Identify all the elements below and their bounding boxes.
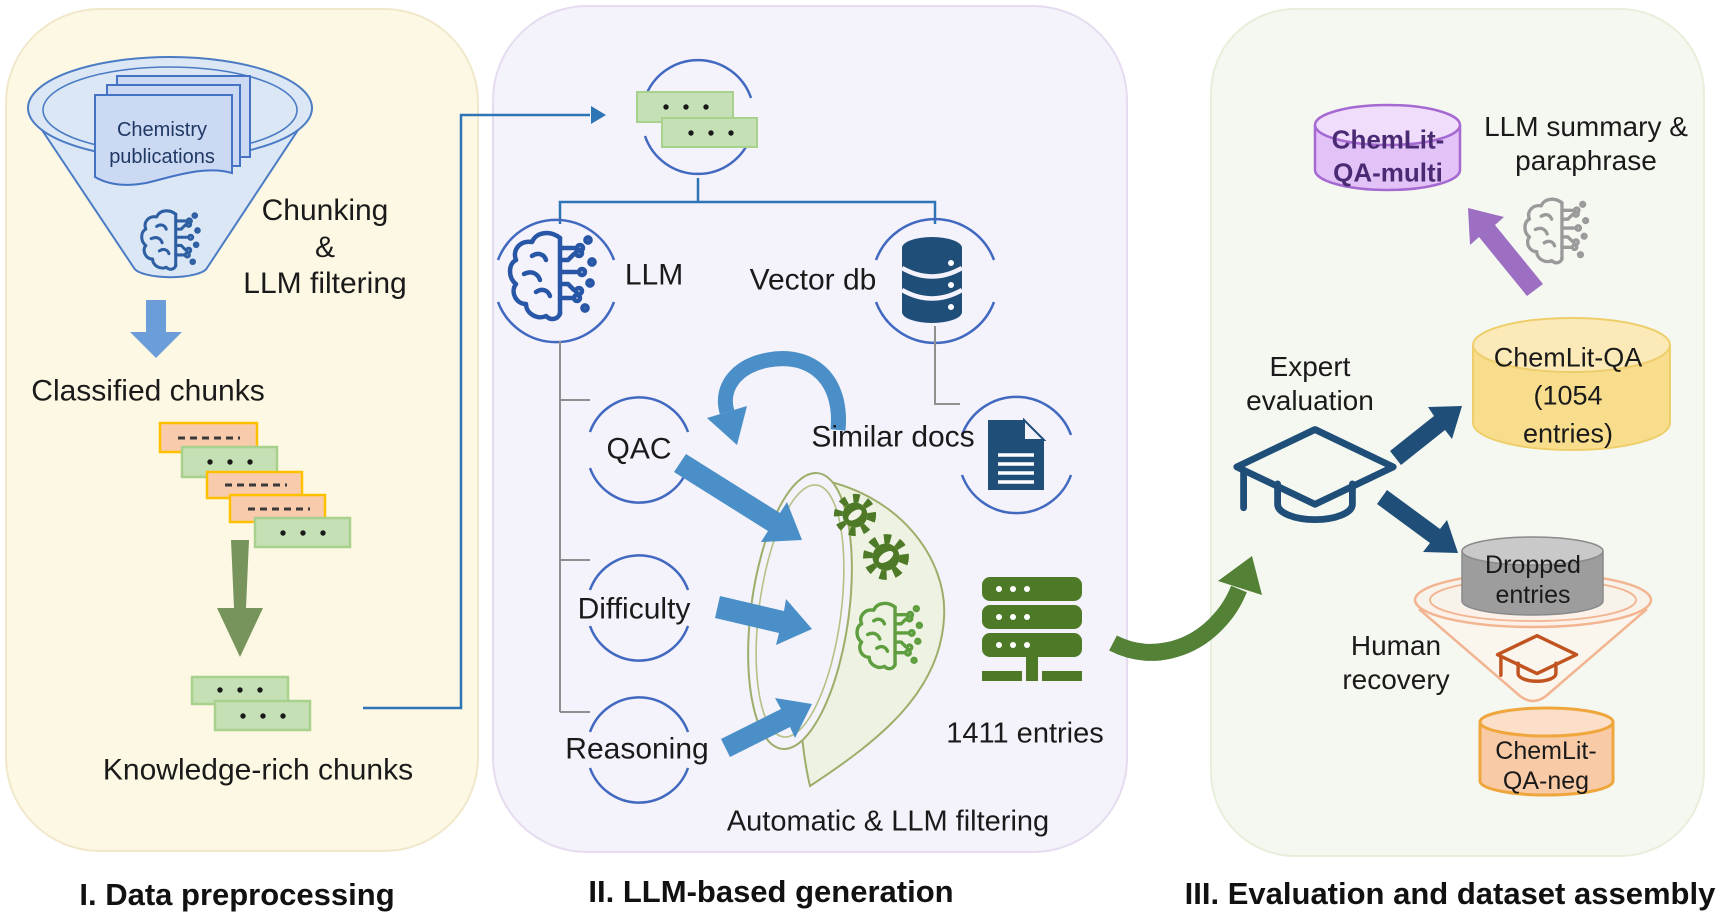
- arrow-entries-to-evaluation: [1109, 556, 1262, 661]
- chemlit-qa-label: ChemLit-QA (1054 entries): [1493, 342, 1643, 448]
- vectordb-node-arc: [874, 217, 996, 261]
- knowledge-chunks-label: Knowledge-rich chunks: [102, 753, 414, 787]
- gear-icon: [838, 498, 872, 532]
- chemlit-qa-multi-cylinder: [1313, 103, 1462, 192]
- doc-stack-label: Chemistry publications: [109, 119, 215, 168]
- difficulty-label: Difficulty: [577, 592, 691, 626]
- llm-summary-label: LLM summary & paraphrase: [1484, 110, 1688, 176]
- curved-arrow-blue-icon: [707, 351, 846, 445]
- connector-chunks-split: [558, 178, 937, 224]
- llm-node-arc: [496, 218, 616, 261]
- llm-node-arc: [496, 301, 616, 344]
- document-icon: [988, 417, 1047, 490]
- dropped-entries-cylinder: [1461, 536, 1604, 616]
- chemlit-qa-cylinder: [1472, 317, 1671, 451]
- panel3-title: III. Evaluation and dataset assembly: [1184, 876, 1716, 912]
- reasoning-label: Reasoning: [565, 732, 709, 766]
- document-stack-icon: [94, 75, 251, 186]
- llm-brain-icon: [510, 233, 595, 319]
- similar-docs-label: Similar docs: [811, 420, 975, 454]
- graduation-cap-icon: [1237, 430, 1393, 520]
- connector-db-to-similar-docs: [934, 326, 960, 405]
- arrow-reasoning-to-funnel: [721, 698, 812, 757]
- dropped-entries-label: Dropped entries: [1485, 551, 1581, 609]
- classified-chunk-list: [158, 421, 352, 549]
- down-arrow-blue-icon: [130, 300, 182, 358]
- chemlit-qa-multi-label: ChemLit- QA-multi: [1331, 124, 1445, 188]
- input-chunks-node: [636, 58, 758, 176]
- llm-label: LLM: [624, 258, 684, 292]
- arrow-difficulty-to-funnel: [715, 596, 812, 645]
- difficulty-node-arcs: [588, 554, 690, 662]
- down-arrow-olive-icon: [217, 540, 263, 657]
- panel1-title: I. Data preprocessing: [79, 877, 395, 913]
- auto-filtering-label: Automatic & LLM filtering: [726, 805, 1050, 838]
- gear-icon: [868, 539, 904, 575]
- panel2-title: II. LLM-based generation: [588, 874, 954, 910]
- chemlit-qa-neg-cylinder: [1478, 706, 1615, 797]
- similar-docs-arc: [960, 474, 1073, 515]
- arrow-expert-to-dropped: [1377, 490, 1458, 553]
- criteria-branch-lines: [559, 341, 590, 713]
- qac-node-arcs: [588, 396, 690, 504]
- server-rack-icon: [982, 577, 1082, 681]
- knowledge-chunk-pair: [190, 675, 312, 732]
- entries-count-label: 1411 entries: [946, 717, 1104, 750]
- chunking-label: Chunking & LLM filtering: [243, 194, 407, 301]
- arrow-expert-to-qa: [1390, 406, 1462, 465]
- classified-chunks-label: Classified chunks: [31, 374, 265, 408]
- qac-label: QAC: [606, 432, 672, 466]
- human-recovery-label: Human recovery: [1342, 629, 1450, 695]
- summary-brain-icon: [1523, 197, 1590, 265]
- chemlit-qa-neg-label: ChemLit- QA-neg: [1495, 737, 1597, 795]
- arrowhead-icon: [591, 106, 606, 124]
- expert-evaluation-label: Expert evaluation: [1246, 350, 1374, 416]
- arrow-qac-to-funnel: [674, 454, 802, 542]
- reasoning-node-arcs: [588, 696, 690, 804]
- similar-docs-arc: [960, 395, 1073, 436]
- connector-chunks-to-generation: [363, 106, 606, 710]
- vector-db-label: Vector db: [749, 263, 877, 297]
- arrow-qa-to-multi: [1468, 208, 1543, 296]
- vector-database-icon: [900, 237, 964, 323]
